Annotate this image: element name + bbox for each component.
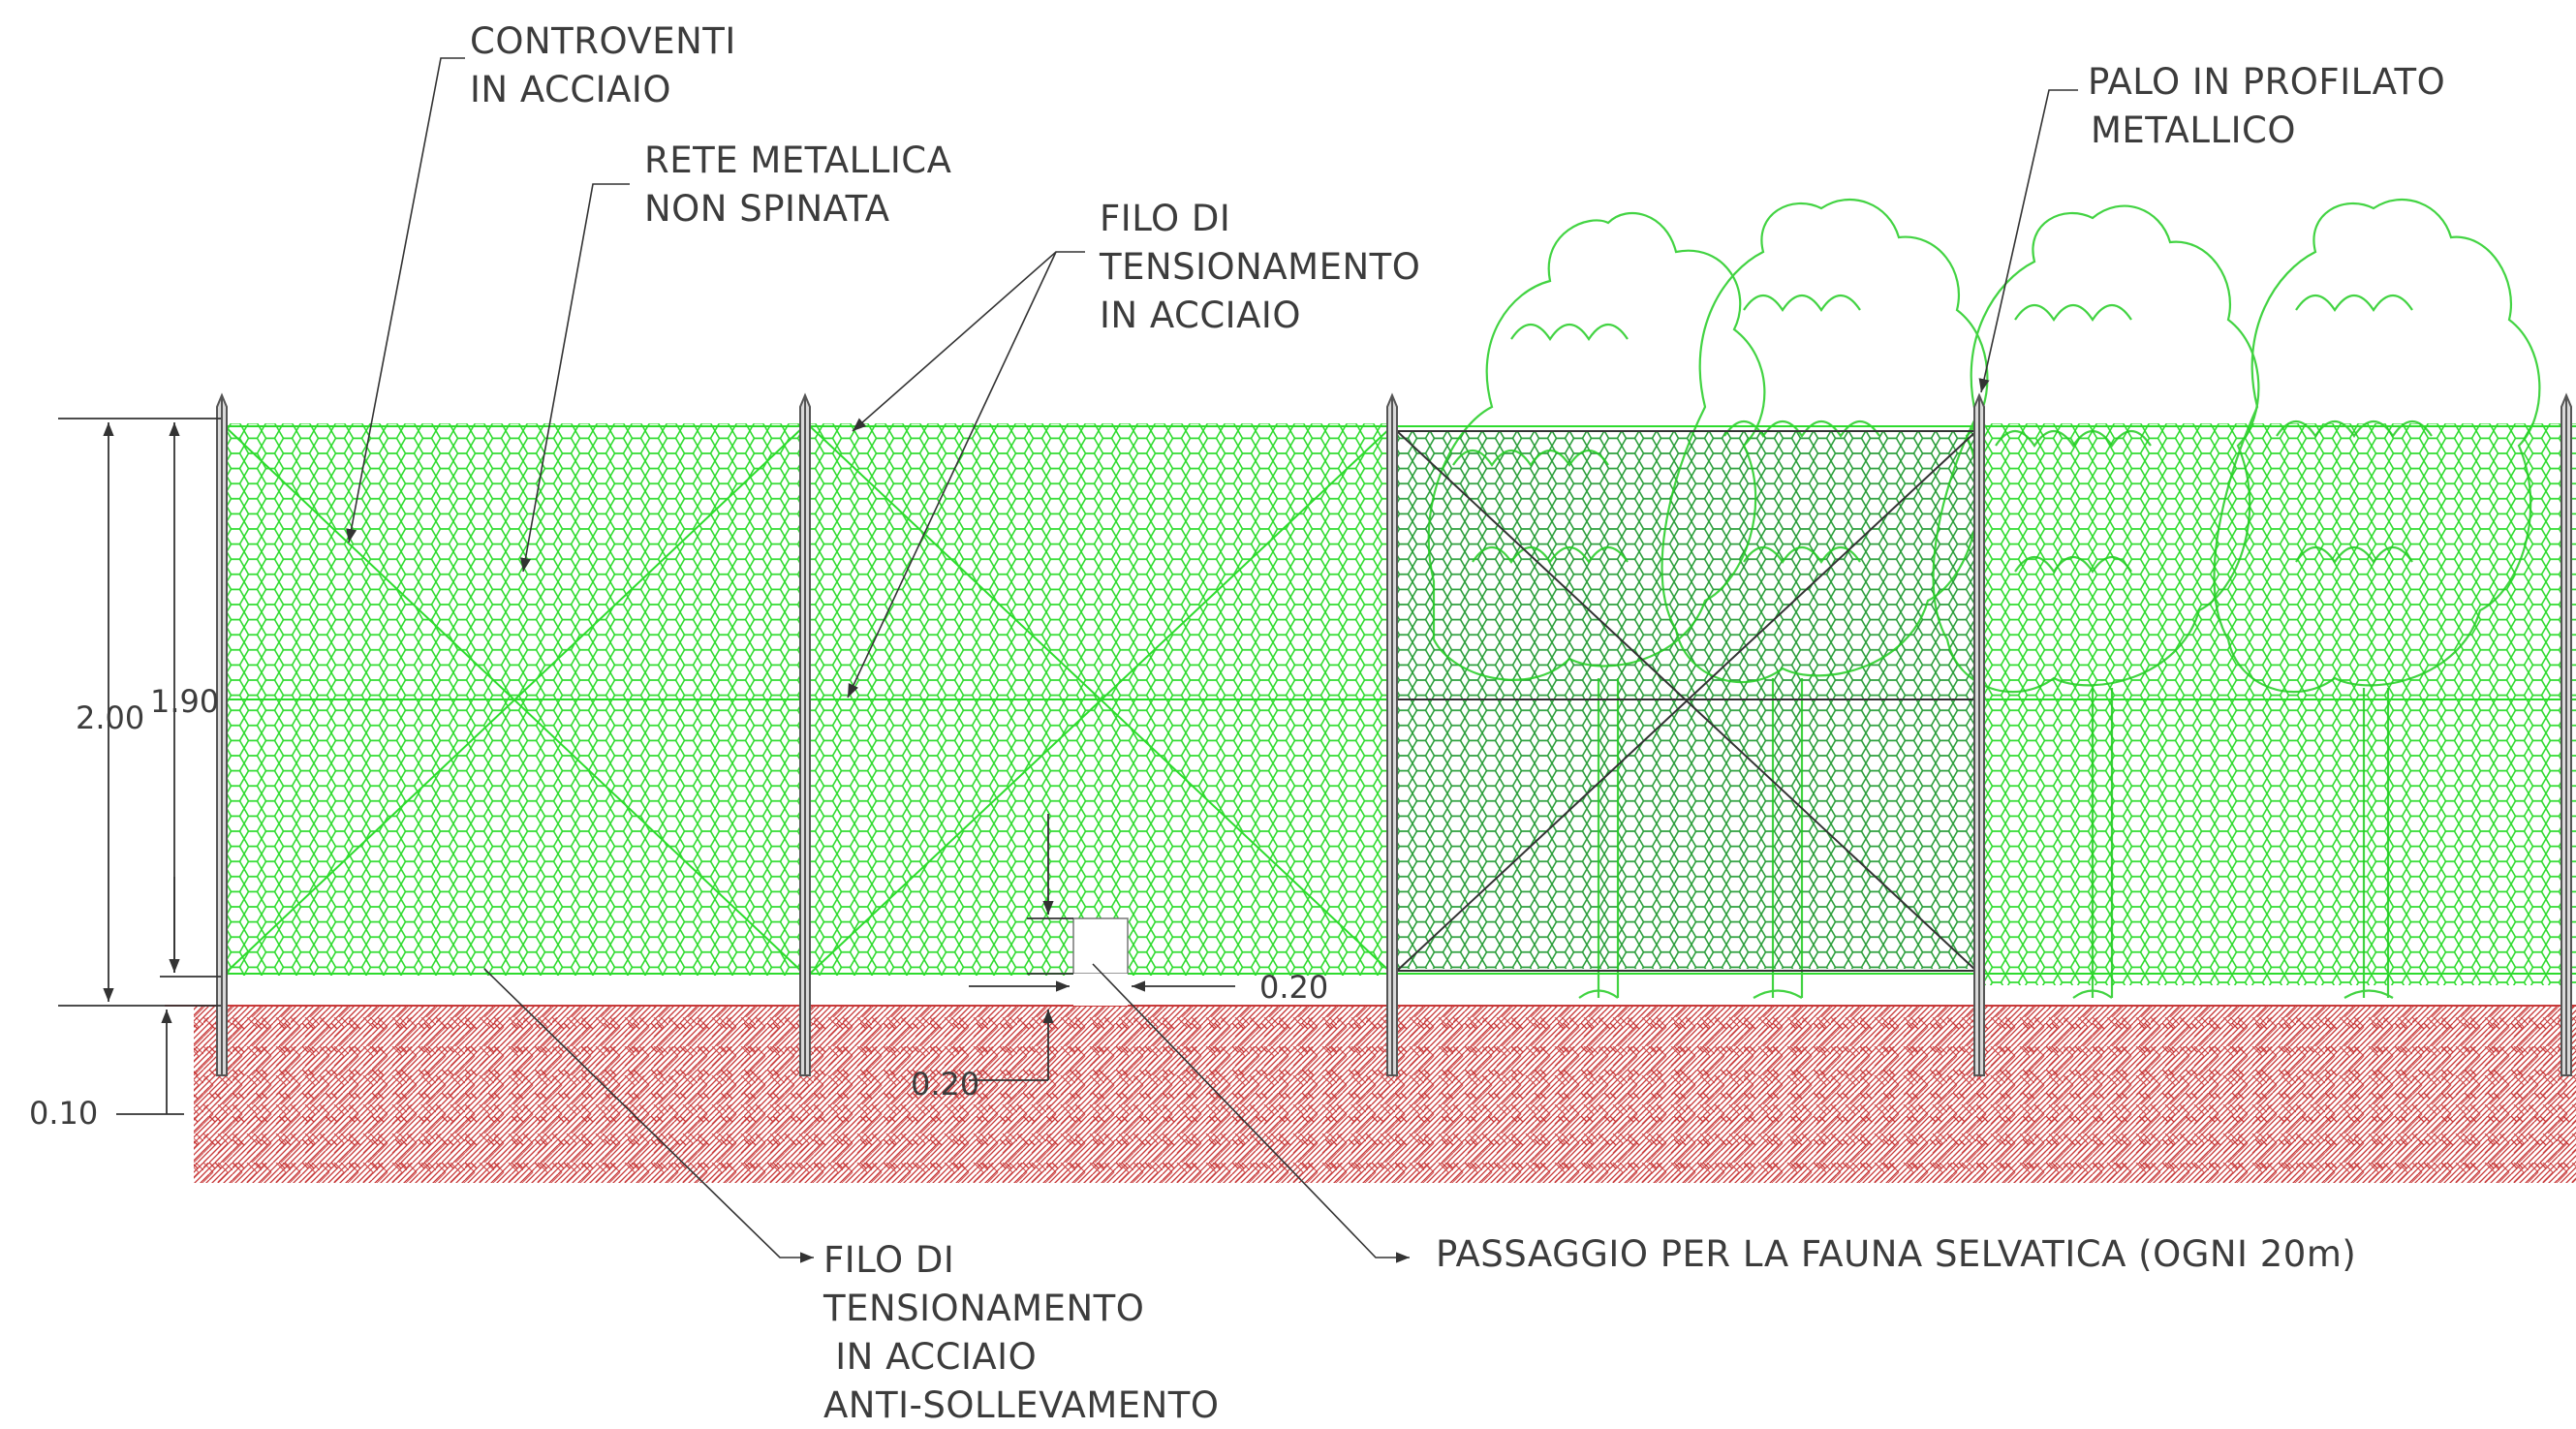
post: [799, 392, 811, 1076]
dimension-text: 2.00 1.90 0.10 0.20 0.20: [29, 683, 1328, 1132]
label-rete-metallica: RETE METALLICA NON SPINATA: [644, 140, 951, 230]
svg-text:IN ACCIAIO: IN ACCIAIO: [823, 1336, 1037, 1378]
dim-passage-width: 0.20: [1259, 969, 1328, 1006]
post: [1973, 392, 1985, 1076]
dimension-lines: [58, 418, 1235, 1115]
svg-text:FILO DI: FILO DI: [1100, 198, 1230, 239]
svg-text:RETE METALLICA: RETE METALLICA: [644, 140, 951, 181]
svg-text:METALLICO: METALLICO: [2091, 109, 2296, 151]
label-filo-tensionamento-top: FILO DI TENSIONAMENTO IN ACCIAIO: [1099, 198, 1420, 336]
ground-hatch: [165, 1005, 2576, 1183]
svg-text:FILO DI: FILO DI: [823, 1239, 954, 1281]
post: [1386, 392, 1398, 1076]
svg-text:NON SPINATA: NON SPINATA: [644, 188, 890, 230]
post: [216, 392, 228, 1076]
svg-text:IN ACCIAIO: IN ACCIAIO: [1100, 295, 1301, 336]
gate-frame: [1396, 430, 1977, 972]
svg-text:IN ACCIAIO: IN ACCIAIO: [470, 69, 671, 110]
leader-lines: [346, 57, 2078, 1263]
svg-text:PALO IN PROFILATO: PALO IN PROFILATO: [2088, 61, 2445, 103]
svg-text:CONTROVENTI: CONTROVENTI: [470, 20, 736, 62]
label-filo-tensionamento-bottom: FILO DI TENSIONAMENTO IN ACCIAIO ANTI-SO…: [822, 1239, 1220, 1426]
dim-passage-height: 0.20: [911, 1066, 979, 1103]
dim-mesh-height: 1.90: [150, 683, 219, 720]
svg-text:TENSIONAMENTO: TENSIONAMENTO: [1099, 246, 1420, 288]
wildlife-passage: [1072, 917, 1129, 1006]
steel-bracing: [224, 425, 1393, 975]
label-palo: PALO IN PROFILATO METALLICO: [2088, 61, 2445, 151]
trees: [1427, 199, 2541, 999]
label-passaggio-fauna: PASSAGGIO PER LA FAUNA SELVATICA (OGNI 2…: [1436, 1233, 2356, 1275]
dim-ground-gap: 0.10: [29, 1095, 98, 1132]
svg-text:PASSAGGIO PER LA FAUNA SELVATI: PASSAGGIO PER LA FAUNA SELVATICA (OGNI 2…: [1436, 1233, 2356, 1275]
label-controventi: CONTROVENTI IN ACCIAIO: [470, 20, 736, 110]
svg-text:ANTI-SOLLEVAMENTO: ANTI-SOLLEVAMENTO: [823, 1384, 1220, 1426]
svg-text:TENSIONAMENTO: TENSIONAMENTO: [822, 1288, 1144, 1329]
dim-total-height: 2.00: [76, 699, 144, 736]
fence-posts: [216, 392, 2572, 1076]
post: [2560, 392, 2572, 1076]
